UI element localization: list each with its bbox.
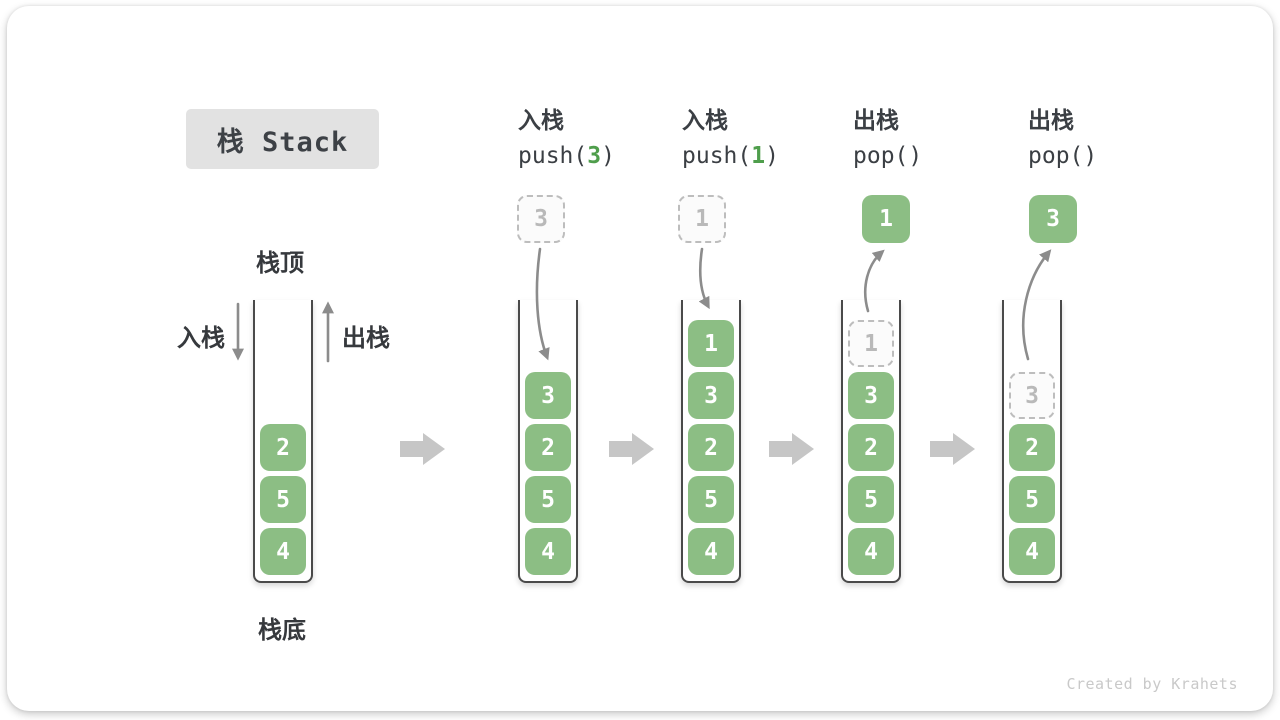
call-name: push(	[518, 143, 588, 169]
stack-container: 1 3 2 5 4	[681, 300, 741, 583]
operation-call-text: push(1)	[682, 138, 779, 174]
stack-container: 2 5 4	[253, 300, 313, 583]
diagram-title: 栈 Stack	[186, 109, 379, 169]
popped-element: 1	[862, 195, 910, 243]
stack-element: 2	[688, 424, 734, 471]
ghost-element: 1	[848, 320, 894, 367]
stack-element: 4	[1009, 528, 1055, 575]
stack-element: 4	[688, 528, 734, 575]
call-argument: 1	[751, 143, 766, 169]
operation-label: 入栈 push(3)	[518, 102, 615, 174]
call-name: pop()	[853, 143, 923, 169]
stack-state-column-initial-stack: 2 5 4	[253, 300, 313, 583]
stack-element: 2	[848, 424, 894, 471]
operation-call-text: pop()	[1028, 138, 1097, 174]
stack-element: 2	[1009, 424, 1055, 471]
operation-label: 出栈 pop()	[1028, 102, 1097, 174]
ghost-element: 3	[1009, 372, 1055, 419]
call-close: )	[765, 143, 779, 169]
stack-element: 4	[260, 528, 306, 575]
operation-action-text: 入栈	[518, 107, 564, 133]
stack-top-label: 栈顶	[256, 250, 304, 277]
stack-element: 3	[688, 372, 734, 419]
operation-label: 出栈 pop()	[853, 102, 922, 174]
operation-action-text: 出栈	[1028, 107, 1074, 133]
stack-element: 5	[848, 476, 894, 523]
call-name: push(	[682, 143, 752, 169]
stack-element: 1	[688, 320, 734, 367]
stack-container: 3 2 5 4	[1002, 300, 1062, 583]
stack-element: 5	[525, 476, 571, 523]
incoming-element: 1	[678, 195, 726, 243]
stack-bottom-label: 栈底	[258, 617, 306, 644]
operation-action-text: 入栈	[682, 107, 728, 133]
call-close: )	[601, 143, 615, 169]
stack-container: 1 3 2 5 4	[841, 300, 901, 583]
operation-call-text: pop()	[853, 138, 922, 174]
operation-call-text: push(3)	[518, 138, 615, 174]
stack-element: 2	[260, 424, 306, 471]
stack-element: 3	[525, 372, 571, 419]
stack-element: 3	[848, 372, 894, 419]
operation-action-text: 出栈	[853, 107, 899, 133]
stack-state-column-after-pop-1: 出栈 pop() 1 1 3 2 5 4	[841, 107, 922, 583]
stack-element: 5	[688, 476, 734, 523]
push-side-label: 入栈	[177, 325, 225, 352]
call-argument: 3	[587, 143, 602, 169]
stack-element: 4	[848, 528, 894, 575]
watermark: Created by Krahets	[1066, 675, 1238, 693]
stack-element: 4	[525, 528, 571, 575]
stack-element: 5	[260, 476, 306, 523]
stack-element: 5	[1009, 476, 1055, 523]
stack-container: 3 2 5 4	[518, 300, 578, 583]
incoming-element: 3	[517, 195, 565, 243]
operation-label: 入栈 push(1)	[682, 102, 779, 174]
popped-element: 3	[1029, 195, 1077, 243]
call-name: pop()	[1028, 143, 1098, 169]
stack-element: 2	[525, 424, 571, 471]
pop-side-label: 出栈	[342, 325, 390, 352]
stack-state-column-after-pop-3: 出栈 pop() 3 3 2 5 4	[1002, 107, 1097, 583]
